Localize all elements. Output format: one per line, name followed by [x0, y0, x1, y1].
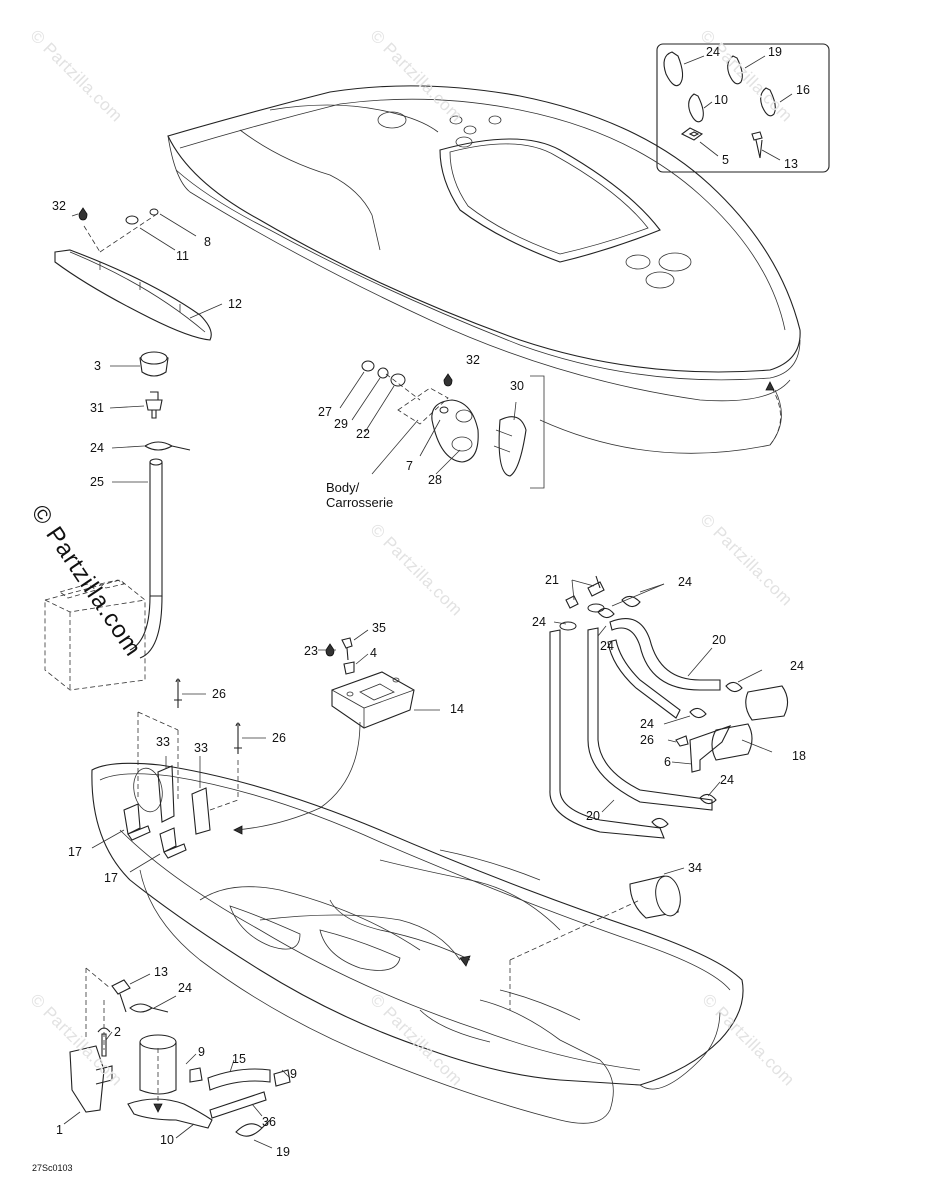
callout-17: 17 [68, 845, 82, 859]
clamp-10-top [688, 93, 704, 123]
callout-8: 8 [204, 235, 211, 249]
vent-hose-assembly [109, 351, 191, 659]
callout-12: 12 [228, 297, 242, 311]
clamp-19-top [727, 55, 743, 85]
callout-24: 24 [90, 441, 104, 455]
callout-14: 14 [450, 702, 464, 716]
battery-outline [44, 579, 146, 691]
handle-assembly [339, 360, 545, 489]
callout-20: 20 [586, 809, 600, 823]
callout-19: 19 [276, 1145, 290, 1159]
drain-plug-34 [629, 867, 685, 919]
nut-5-top [680, 127, 704, 141]
deck-body-top [167, 85, 801, 454]
rail-12 [54, 207, 223, 341]
callout-30: 30 [510, 379, 524, 393]
callout-1: 1 [56, 1123, 63, 1137]
fuel-vent-hose-assembly [549, 575, 789, 839]
callout-17: 17 [104, 871, 118, 885]
callout-27: 27 [318, 405, 332, 419]
callout-35: 35 [372, 621, 386, 635]
callout-31: 31 [90, 401, 104, 415]
callout-33: 33 [156, 735, 170, 749]
callout-9: 9 [198, 1045, 205, 1059]
callout-24: 24 [640, 717, 654, 731]
callout-20: 20 [712, 633, 726, 647]
callout-3: 3 [94, 359, 101, 373]
callout-26: 26 [640, 733, 654, 747]
small-parts-inset-box [656, 43, 830, 173]
brackets-and-pins [91, 678, 266, 873]
callout-4: 4 [370, 646, 377, 660]
screw-13-top [751, 131, 763, 159]
callout-32: 32 [466, 353, 480, 367]
callout-10: 10 [160, 1133, 174, 1147]
callout-6: 6 [664, 755, 671, 769]
body-label: Body/ Carrosserie [326, 480, 394, 510]
callout-5: 5 [722, 153, 729, 167]
callout-24: 24 [720, 773, 734, 787]
clamp-24-top [663, 51, 684, 87]
callout-29: 29 [334, 417, 348, 431]
callout-9: 9 [290, 1067, 297, 1081]
callout-24: 24 [532, 615, 546, 629]
mounting-plate-14 [233, 629, 440, 835]
callout-16: 16 [796, 83, 810, 97]
callout-21: 21 [545, 573, 559, 587]
callout-22: 22 [356, 427, 370, 441]
callout-24: 24 [678, 575, 692, 589]
callout-32: 32 [52, 199, 66, 213]
callout-19: 19 [768, 45, 782, 59]
callout-25: 25 [90, 475, 104, 489]
callout-18: 18 [792, 749, 806, 763]
callout-28: 28 [428, 473, 442, 487]
callout-10: 10 [714, 93, 728, 107]
bilge-assembly [63, 967, 291, 1149]
callout-24: 24 [790, 659, 804, 673]
callout-34: 34 [688, 861, 702, 875]
callout-36: 36 [262, 1115, 276, 1129]
callout-2: 2 [114, 1025, 121, 1039]
callout-26: 26 [212, 687, 226, 701]
callout-11: 11 [176, 249, 189, 263]
callout-13: 13 [154, 965, 168, 979]
clamp-16-top [760, 87, 776, 117]
callout-26: 26 [272, 731, 286, 745]
callout-24: 24 [178, 981, 192, 995]
callout-24: 24 [706, 45, 720, 59]
callout-13: 13 [784, 157, 798, 171]
callout-33: 33 [194, 741, 208, 755]
hull-bottom [91, 762, 744, 1124]
callout-15: 15 [232, 1052, 246, 1066]
callout-24: 24 [600, 639, 614, 653]
diagram-code: 27Sc0103 [32, 1163, 73, 1173]
callout-23: 23 [304, 644, 318, 658]
callout-7: 7 [406, 459, 413, 473]
